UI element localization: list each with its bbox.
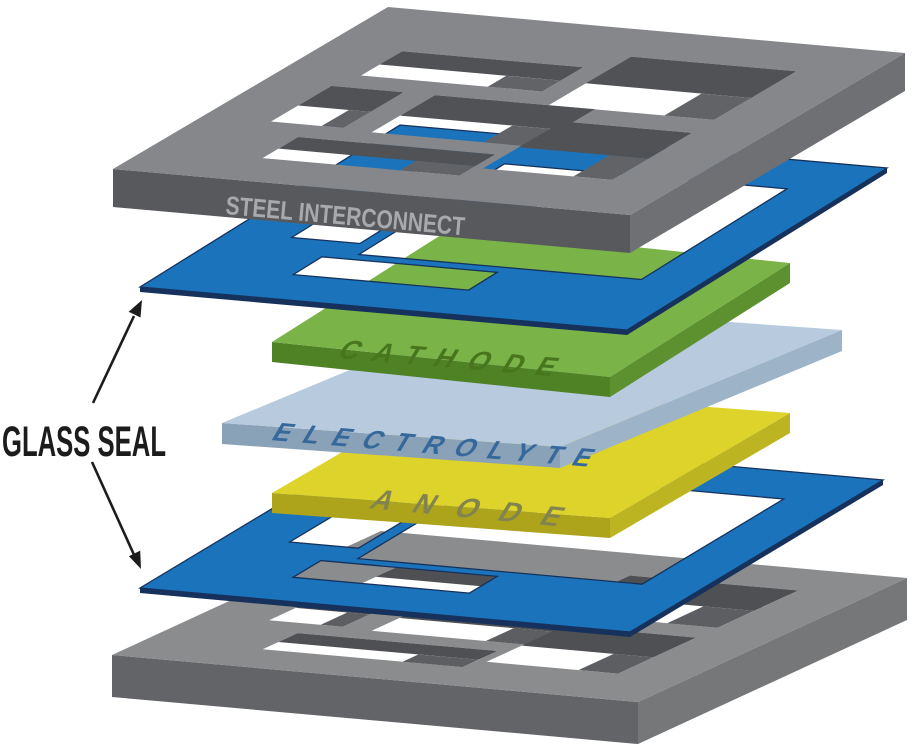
steel-interconnect-top-hole-5-side-wall: [400, 160, 475, 176]
glass-seal-upper-front-right-face: [627, 168, 887, 335]
steel-interconnect-top-hole-3-side-wall: [483, 125, 561, 147]
anode-front-left-face: [272, 493, 610, 538]
electrolyte-front-right-face: [560, 330, 842, 468]
steel-interconnect-bottom-hole-5-side-wall: [402, 654, 479, 668]
steel-interconnect-bottom-front-right-face: [638, 578, 907, 744]
arrow-lower-head-icon: [128, 550, 141, 569]
steel-interconnect-top-hole-2-side-wall: [321, 110, 371, 128]
glass-seal-annotation: GLASS SEAL: [2, 300, 166, 569]
arrow-upper-line: [91, 315, 136, 404]
glass-seal-lower-front-left-face: [140, 588, 630, 637]
steel-interconnect-bottom-hole-1-side-wall: [667, 606, 754, 628]
cathode-front-left-face: [272, 342, 610, 397]
steel-interconnect-top-hole-4-side-wall: [573, 155, 649, 180]
steel-interconnect-top-front-left-face: [113, 169, 630, 253]
electrolyte-front-left-face: [222, 423, 560, 468]
glass-seal-arrow-upper: [91, 300, 142, 404]
layer-steel-interconnect-top: [113, 7, 905, 253]
glass-seal-lower-front-right-face: [630, 480, 883, 637]
steel-interconnect-top-hole-2-rear-wall: [298, 85, 404, 112]
glass-seal-upper-front-left-face: [140, 287, 627, 335]
steel-interconnect-bottom-hole-4-side-wall: [578, 653, 654, 674]
steel-interconnect-top-hole-5-rear-wall: [278, 137, 495, 167]
anode-front-right-face: [610, 413, 790, 538]
cathode-front-right-face: [610, 263, 790, 397]
steel-interconnect-top-hole-0-rear-wall: [379, 51, 584, 81]
glass-seal-label: GLASS SEAL: [2, 418, 166, 466]
steel-interconnect-bottom-hole-5-rear-wall: [278, 633, 498, 660]
glass-seal-arrow-lower: [90, 461, 141, 569]
steel-interconnect-top-hole-1-rear-wall: [585, 56, 797, 98]
steel-interconnect-bottom-front-left-face: [112, 655, 638, 744]
steel-interconnect-top-top-face: [113, 7, 905, 215]
steel-interconnect-top-hole-1-side-wall: [664, 93, 752, 120]
steel-interconnect-bottom-hole-2-side-wall: [320, 612, 370, 627]
steel-interconnect-top-front-right-face: [630, 53, 905, 253]
arrow-upper-head-icon: [128, 300, 142, 318]
steel-interconnect-top-hole-3-rear-wall: [400, 95, 596, 130]
steel-interconnect-top-hole-4-rear-wall: [518, 121, 692, 159]
steel-interconnect-bottom-hole-4-rear-wall: [521, 625, 696, 658]
steel-interconnect-top-hole-0-side-wall: [487, 75, 561, 92]
arrow-lower-line: [90, 461, 137, 558]
